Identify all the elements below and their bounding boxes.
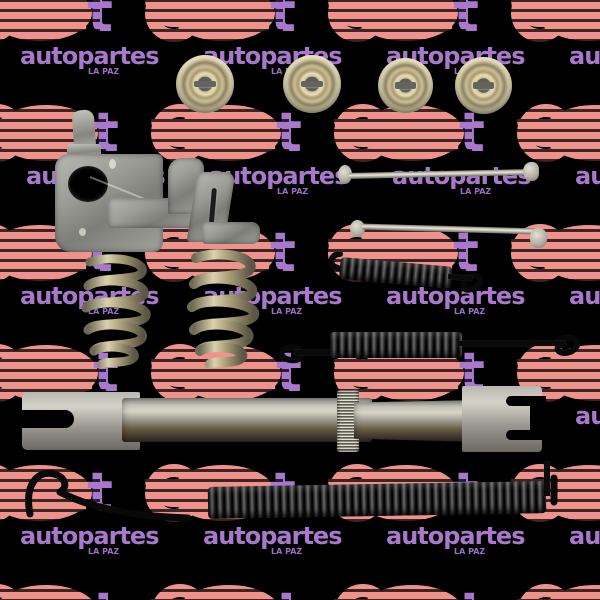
strut-fork-notch xyxy=(22,410,74,428)
return-spring-short xyxy=(322,251,502,312)
pin-head-right xyxy=(523,162,539,181)
coil-spring-svg xyxy=(81,254,151,369)
brake-lever xyxy=(50,109,265,252)
return-spring-coil xyxy=(330,332,462,358)
adjuster-strut xyxy=(22,378,562,470)
return-spring-medium xyxy=(268,318,598,374)
retainer-cup xyxy=(176,55,234,113)
lever-rivet-lower xyxy=(79,228,86,236)
hold-down-pin xyxy=(338,162,543,188)
retainer-cup xyxy=(283,55,341,113)
retainer-cup xyxy=(378,58,433,113)
coil-spring-svg xyxy=(187,249,259,369)
cup-slot xyxy=(472,82,495,89)
pin-shaft xyxy=(361,223,538,235)
lever-rivet xyxy=(109,159,116,169)
pin-head-right xyxy=(530,228,547,248)
retainer-cup xyxy=(455,57,512,114)
cup-slot xyxy=(395,82,416,89)
strut-head-slot xyxy=(530,396,542,440)
strut-adjuster-wheel xyxy=(337,390,359,452)
strut-taper-right xyxy=(354,400,480,442)
pin-shaft xyxy=(348,169,530,179)
strut-head-notch-lower xyxy=(506,430,546,440)
cup-slot xyxy=(300,80,323,88)
hold-down-coil-spring xyxy=(72,252,164,370)
lever-pivot-hole xyxy=(68,166,108,202)
return-spring-coil xyxy=(207,481,547,519)
pin-head-left xyxy=(338,165,352,184)
lever-foot xyxy=(202,222,260,244)
return-spring-tail xyxy=(544,462,550,496)
return-spring-long xyxy=(8,462,588,562)
strut-shaft xyxy=(122,398,372,442)
hold-down-pin xyxy=(350,218,550,248)
hold-down-coil-spring xyxy=(176,248,270,369)
cup-slot xyxy=(193,80,216,88)
return-spring-wire-left xyxy=(294,350,336,355)
return-spring-wire-right xyxy=(458,341,566,346)
